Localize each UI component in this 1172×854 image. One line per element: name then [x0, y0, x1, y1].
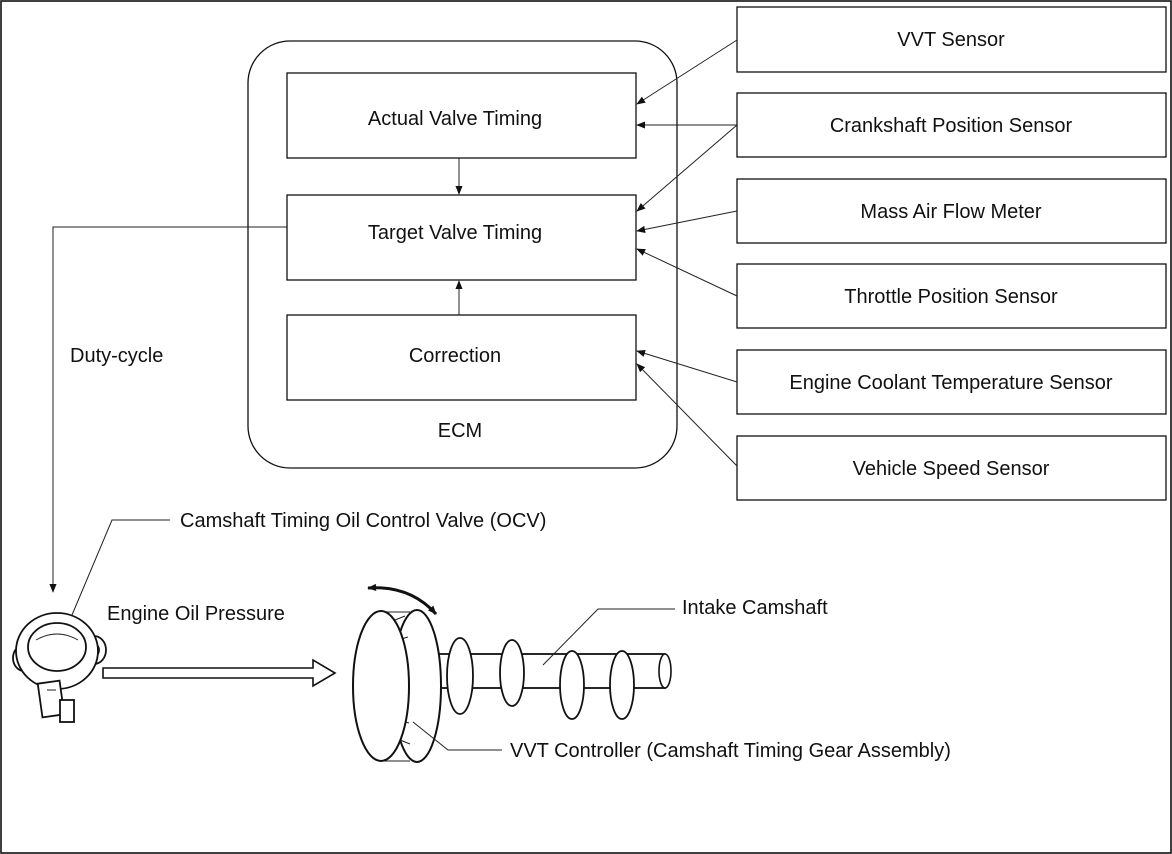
maf-signal-arrow: [636, 210, 738, 233]
sensor-label: Mass Air Flow Meter: [860, 201, 1041, 223]
sensor-box-coolant: Engine Coolant Temperature Sensor: [736, 349, 1167, 415]
intake-camshaft-icon: [352, 609, 672, 763]
sensor-label: Vehicle Speed Sensor: [853, 458, 1050, 480]
sensor-box-maf: Mass Air Flow Meter: [736, 178, 1167, 244]
sensor-label: Crankshaft Position Sensor: [830, 115, 1073, 137]
coolant-signal-arrow: [636, 349, 738, 383]
sensor-label: Engine Coolant Temperature Sensor: [789, 372, 1113, 394]
oil-pressure-arrow: [102, 658, 337, 688]
ocv-leader-line: [71, 519, 170, 616]
ocv-label: Camshaft Timing Oil Control Valve (OCV): [180, 510, 546, 532]
vvt-controller-label: VVT Controller (Camshaft Timing Gear Ass…: [510, 740, 951, 762]
oil-pressure-label: Engine Oil Pressure: [107, 603, 285, 625]
sensor-box-throttle: Throttle Position Sensor: [736, 263, 1167, 329]
ocv-valve-icon: [12, 612, 107, 723]
correction-label: Correction: [409, 345, 501, 367]
vvt-controller-leader: [412, 721, 502, 751]
intake-camshaft-leader: [542, 608, 675, 666]
speed-signal-arrow: [636, 363, 738, 467]
throttle-signal-arrow: [636, 248, 738, 297]
target-valve-timing-label: Target Valve Timing: [368, 222, 542, 244]
target-valve-timing-block: Target Valve Timing: [286, 194, 637, 281]
crank-to-target-arrow: [636, 124, 738, 212]
duty-cycle-line: [49, 226, 287, 593]
sensor-box-vehicle-speed: Vehicle Speed Sensor: [736, 435, 1167, 501]
vvt-signal-arrow: [636, 39, 738, 105]
sensor-box-crankshaft: Crankshaft Position Sensor: [736, 92, 1167, 158]
sensor-label: Throttle Position Sensor: [844, 286, 1058, 308]
actual-valve-timing-label: Actual Valve Timing: [368, 108, 542, 130]
sensor-box-vvt: VVT Sensor: [736, 6, 1167, 73]
correction-block: Correction: [286, 314, 637, 401]
actual-valve-timing-block: Actual Valve Timing: [286, 72, 637, 159]
intake-camshaft-label: Intake Camshaft: [682, 597, 828, 619]
sensor-label: VVT Sensor: [897, 29, 1005, 51]
ecm-label: ECM: [438, 420, 482, 442]
duty-cycle-label: Duty-cycle: [70, 345, 163, 367]
rotation-arrow-icon: [367, 583, 438, 616]
